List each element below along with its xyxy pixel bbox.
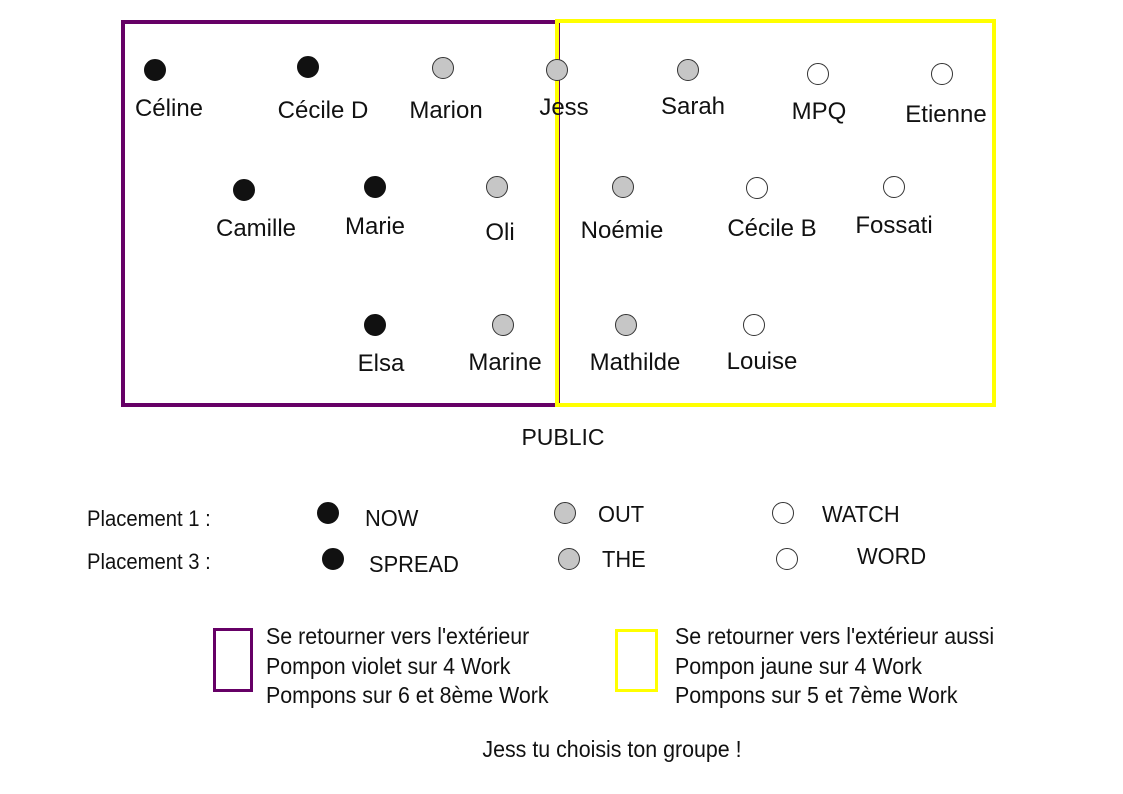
placement-word: WORD: [857, 543, 927, 569]
placement-word: OUT: [598, 501, 645, 527]
out-marker: [554, 502, 576, 524]
watch-marker: [772, 502, 794, 524]
dancer-marker: [364, 176, 386, 198]
dancer-marker: [677, 59, 699, 81]
dancer-name: Céline: [134, 95, 204, 122]
dancer-name: Cécile D: [277, 97, 369, 124]
dancer-marker: [931, 63, 953, 85]
dancer-name: MPQ: [791, 98, 847, 125]
dancer-name: Mathilde: [589, 349, 681, 376]
dancer-marker: [492, 314, 514, 336]
watch-marker: [776, 548, 798, 570]
legend-line: Pompons sur 6 et 8ème Work: [266, 682, 549, 708]
dancer-name: Jess: [539, 94, 589, 121]
yellow-group-zone: [555, 19, 996, 407]
purple-legend-swatch: [213, 628, 253, 692]
dancer-name: Sarah: [660, 93, 726, 120]
dancer-name: Marine: [468, 349, 542, 376]
placement-word: WATCH: [822, 501, 900, 527]
dancer-marker: [432, 57, 454, 79]
audience-label: PUBLIC: [521, 424, 605, 450]
now-marker: [317, 502, 339, 524]
dancer-name: Marion: [409, 97, 483, 124]
yellow-legend-swatch: [615, 629, 658, 692]
dancer-marker: [807, 63, 829, 85]
dancer-marker: [233, 179, 255, 201]
dancer-name: Louise: [726, 348, 798, 375]
legend-line: Pompons sur 5 et 7ème Work: [675, 682, 958, 708]
legend-line: Se retourner vers l'extérieur: [266, 623, 530, 649]
placement-word: NOW: [365, 505, 419, 531]
dancer-marker: [364, 314, 386, 336]
dancer-marker: [486, 176, 508, 198]
legend-line: Pompon violet sur 4 Work: [266, 652, 511, 679]
placement-label: Placement 3 :: [87, 549, 211, 574]
dancer-name: Elsa: [357, 350, 405, 377]
footer-note: Jess tu choisis ton groupe !: [482, 736, 742, 762]
now-marker: [322, 548, 344, 570]
out-marker: [558, 548, 580, 570]
purple-legend-text: Se retourner vers l'extérieur Pompon vio…: [266, 622, 549, 711]
dancer-name: Camille: [215, 215, 297, 242]
dancer-marker: [746, 177, 768, 199]
dancer-name: Etienne: [905, 101, 987, 128]
legend-line: Se retourner vers l'extérieur aussi: [675, 623, 995, 649]
legend-line: Pompon jaune sur 4 Work: [675, 652, 922, 679]
placement-label: Placement 1 :: [87, 506, 211, 531]
dancer-marker: [297, 56, 319, 78]
dancer-marker: [743, 314, 765, 336]
dancer-name: Oli: [485, 219, 515, 246]
dancer-marker: [144, 59, 166, 81]
dancer-marker: [615, 314, 637, 336]
placement-word: SPREAD: [369, 551, 459, 577]
dancer-name: Noémie: [580, 217, 664, 244]
dancer-marker: [546, 59, 568, 81]
dancer-name: Marie: [344, 213, 406, 240]
dancer-name: Cécile B: [727, 215, 817, 242]
placement-word: THE: [602, 546, 646, 572]
dancer-name: Fossati: [855, 212, 933, 239]
dancer-marker: [883, 176, 905, 198]
dancer-marker: [612, 176, 634, 198]
yellow-legend-text: Se retourner vers l'extérieur aussi Pomp…: [675, 622, 994, 711]
